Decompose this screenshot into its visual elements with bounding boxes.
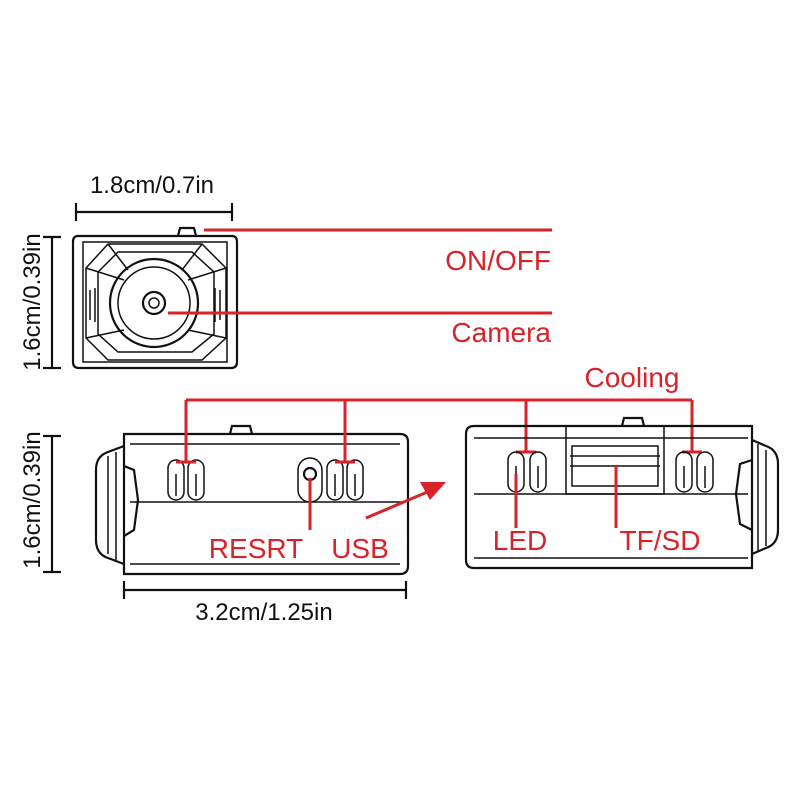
led-label: LED — [493, 525, 547, 556]
side-body-left — [94, 424, 410, 576]
cooling-label: Cooling — [585, 362, 680, 393]
length-side-label: 3.2cm/1.25in — [195, 599, 332, 626]
height-side-label: 1.6cm/0.39in — [19, 431, 46, 568]
side-view-left: 1.6cm/0.39in 3.2cm/1.25in — [19, 362, 702, 626]
arrow-icon — [365, 482, 446, 520]
cooling-bracket — [176, 398, 702, 464]
front-view: 1.8cm/0.7in 1.6cm/0.39in — [19, 172, 552, 371]
width-dimension-line — [74, 203, 234, 221]
side-view-right: LED TF/SD — [464, 416, 780, 570]
usb-label: USB — [331, 533, 389, 564]
length-dimension-line — [122, 581, 408, 599]
height-dimension-line-side — [43, 434, 61, 574]
height-dimension-line-front — [43, 235, 61, 370]
camera-label: Camera — [451, 317, 551, 348]
width-front-label: 1.8cm/0.7in — [90, 172, 214, 199]
reset-label: RESRT — [209, 533, 303, 564]
height-front-label: 1.6cm/0.39in — [19, 233, 46, 370]
tf-sd-label: TF/SD — [620, 525, 701, 556]
front-body — [71, 226, 239, 370]
on-off-label: ON/OFF — [445, 245, 551, 276]
